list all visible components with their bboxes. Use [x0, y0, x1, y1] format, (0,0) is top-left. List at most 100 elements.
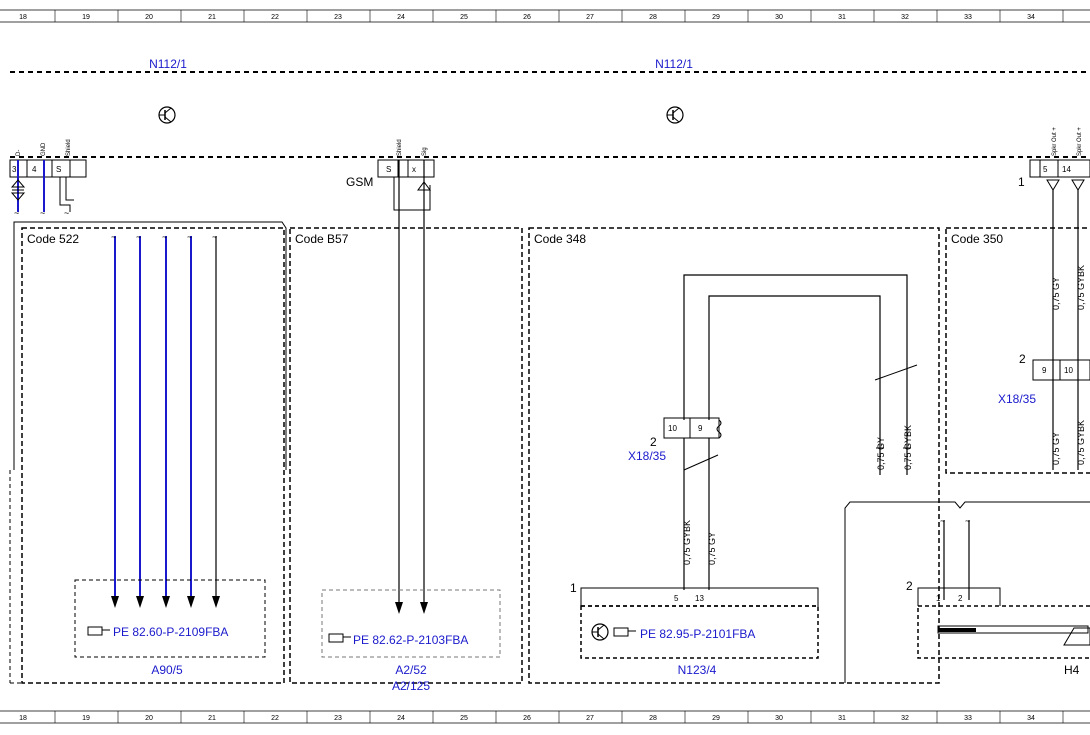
column-number: 30	[775, 715, 783, 722]
wire-label: 0,75 GY	[707, 532, 717, 565]
svg-text:~: ~	[136, 232, 141, 242]
column-number: 30	[775, 14, 783, 21]
pin-label: 1	[936, 594, 941, 603]
svg-text:~: ~	[162, 232, 167, 242]
column-number: 20	[145, 14, 153, 21]
svg-text:~: ~	[940, 516, 945, 526]
pin-name: Spkr Out +	[1052, 127, 1058, 156]
pin-label: x	[412, 165, 416, 174]
pin-label: 5	[1043, 165, 1048, 174]
column-number: 25	[460, 715, 468, 722]
code-box-b57	[289, 227, 523, 684]
column-number: 34	[1027, 14, 1035, 21]
code-b57-label: Code B57	[295, 232, 349, 246]
code-box-348	[528, 227, 940, 684]
pin-number: 2	[650, 435, 657, 449]
module-label-a252: A2/52	[395, 663, 427, 677]
pin-label: 2	[958, 594, 963, 603]
column-number: 21	[208, 14, 216, 21]
column-number: 19	[82, 14, 90, 21]
column-number: 26	[523, 14, 531, 21]
module-a90	[74, 579, 266, 658]
column-number: 20	[145, 715, 153, 722]
wire-label: 0,75 GY	[876, 437, 886, 470]
module-label-a90: A90/5	[151, 663, 183, 677]
column-number: 32	[901, 14, 909, 21]
pin-name: GND	[41, 142, 47, 156]
column-number: 23	[334, 715, 342, 722]
reference-link-a252[interactable]: PE 82.62-P-2103FBA	[353, 633, 468, 647]
svg-text:~: ~	[64, 208, 69, 218]
module-label-h4: H4	[1064, 663, 1080, 677]
column-number: 24	[397, 715, 405, 722]
connector-label: X18/35	[628, 449, 666, 463]
code-350-label: Code 350	[951, 232, 1003, 246]
column-number: 33	[964, 14, 972, 21]
module-h4: ~ ~ 2 1 2 H4	[906, 516, 1090, 677]
code-522-label: Code 522	[27, 232, 79, 246]
svg-text:~: ~	[187, 232, 192, 242]
column-number: 25	[460, 14, 468, 21]
pin-label: 14	[1062, 165, 1071, 174]
transistor-icon	[666, 106, 684, 124]
connector-gsm: GSM S x Shield Sig	[346, 139, 435, 614]
transistor-icon	[591, 623, 609, 641]
column-number: 23	[334, 14, 342, 21]
column-number: 28	[649, 14, 657, 21]
hand-pointer-icon	[87, 626, 110, 636]
column-number: 34	[1027, 715, 1035, 722]
connector-x18-center: 2 10 9 X18/35 0,75 GYBK 0,75 GY	[628, 417, 722, 590]
code-box-350	[945, 227, 1090, 474]
pin-name: D-	[16, 150, 22, 156]
column-number: 29	[712, 14, 720, 21]
wire-label: 0,75 GYBK	[1076, 420, 1086, 465]
pin-label: 13	[695, 594, 704, 603]
module-a252	[321, 589, 501, 658]
connector-right: 1 5 14 Spkr Out + Spkr Out +	[1018, 127, 1090, 470]
svg-text:~: ~	[212, 232, 217, 242]
reference-link-a90[interactable]: PE 82.60-P-2109FBA	[113, 625, 228, 639]
bracket-h4	[844, 501, 1090, 683]
column-number: 33	[964, 715, 972, 722]
pin-label: S	[56, 165, 61, 174]
pin-name: Sig	[422, 147, 428, 156]
column-number: 18	[19, 715, 27, 722]
module-label-a2125: A2/125	[392, 679, 430, 693]
code-522-wires: ~ ~ ~ ~ ~	[111, 232, 220, 608]
pin-name: Spkr Out +	[1077, 127, 1083, 156]
column-number: 29	[712, 715, 720, 722]
hand-pointer-icon	[328, 633, 351, 643]
reference-link-n123[interactable]: PE 82.95-P-2101FBA	[640, 627, 755, 641]
pin-name: Shield	[66, 139, 72, 156]
svg-text:~: ~	[965, 516, 970, 526]
wire-label: 0,75 GYBK	[1076, 265, 1086, 310]
wire-label: 0,75 GY	[1051, 277, 1061, 310]
column-number: 22	[271, 14, 279, 21]
pin-number: 1	[1018, 175, 1025, 189]
column-number: 32	[901, 715, 909, 722]
column-number: 28	[649, 715, 657, 722]
pin-label: 3	[12, 165, 17, 174]
code-350-wires: 0,75 GY 0,75 GYBK 2 9 10 X18/35 0,75 GY …	[998, 265, 1090, 465]
pin-name: Shield	[397, 139, 403, 156]
hand-pointer-icon	[613, 627, 636, 637]
pin-label: 10	[668, 424, 677, 433]
svg-text:~: ~	[111, 232, 116, 242]
code-box-522	[21, 227, 285, 684]
pin-label: S	[386, 165, 391, 174]
pin-label: 10	[1064, 366, 1073, 375]
transistor-icon	[158, 106, 176, 124]
pin-label: 9	[1042, 366, 1047, 375]
wire-label: 0,75 GY	[1051, 432, 1061, 465]
pin-label: 5	[674, 594, 679, 603]
wire-label: 0,75 GYBK	[682, 520, 692, 565]
column-number: 26	[523, 715, 531, 722]
column-number: 31	[838, 14, 846, 21]
module-n123: 1 5 13 PE 82.95-P-2101FBA N123/4	[570, 581, 819, 677]
module-label-n123: N123/4	[678, 663, 717, 677]
connector-label: X18/35	[998, 392, 1036, 406]
column-number: 18	[19, 14, 27, 21]
